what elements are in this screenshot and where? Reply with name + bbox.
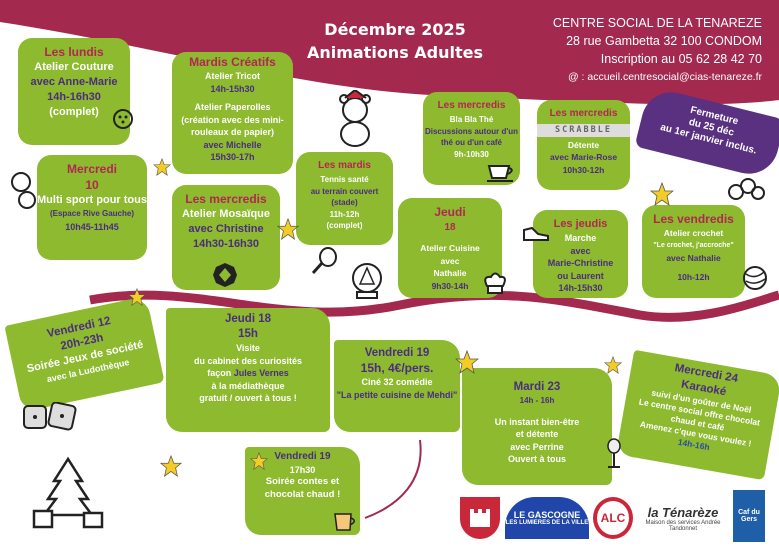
tennis-racket-icon bbox=[310, 247, 338, 275]
sneaker-icon bbox=[522, 226, 550, 242]
title-line-2: Animations Adultes bbox=[306, 43, 484, 62]
microphone-icon bbox=[604, 438, 624, 470]
sports-icon bbox=[10, 172, 38, 212]
star-icon bbox=[454, 349, 480, 374]
star-icon bbox=[249, 451, 269, 470]
teddy-bear-icon bbox=[332, 90, 378, 148]
org-email: @ : accueil.centresocial@cias-tenareze.f… bbox=[567, 71, 762, 83]
ornament-icon bbox=[726, 172, 766, 202]
org-address: 28 rue Gambetta 32 100 CONDOM bbox=[566, 34, 762, 48]
alc-logo: ALC bbox=[593, 497, 633, 539]
button-icon bbox=[112, 108, 134, 130]
star-icon bbox=[152, 157, 172, 176]
star-icon bbox=[603, 355, 623, 374]
snow-globe-icon bbox=[350, 262, 384, 300]
hot-chocolate-icon bbox=[333, 510, 359, 534]
title-line-1: Décembre 2025 bbox=[324, 20, 466, 39]
star-icon bbox=[127, 287, 147, 306]
condom-coat-of-arms-logo bbox=[460, 497, 500, 539]
org-phone: Inscription au 05 62 28 42 70 bbox=[600, 52, 762, 66]
star-icon bbox=[159, 454, 183, 477]
dice-icon bbox=[22, 402, 78, 432]
org-name: CENTRE SOCIAL DE LA TENAREZE bbox=[552, 16, 762, 30]
caf-logo: Caf du Gers bbox=[733, 490, 765, 542]
star-icon bbox=[276, 217, 300, 240]
star-icon bbox=[649, 181, 675, 206]
chef-hat-icon bbox=[482, 272, 508, 296]
contact-info: CENTRE SOCIAL DE LA TENAREZE 28 rue Gambe… bbox=[520, 14, 762, 86]
mosaic-icon bbox=[212, 262, 238, 288]
tea-cup-icon bbox=[486, 160, 516, 184]
yarn-icon bbox=[742, 264, 770, 292]
christmas-tree-icon bbox=[30, 455, 106, 531]
